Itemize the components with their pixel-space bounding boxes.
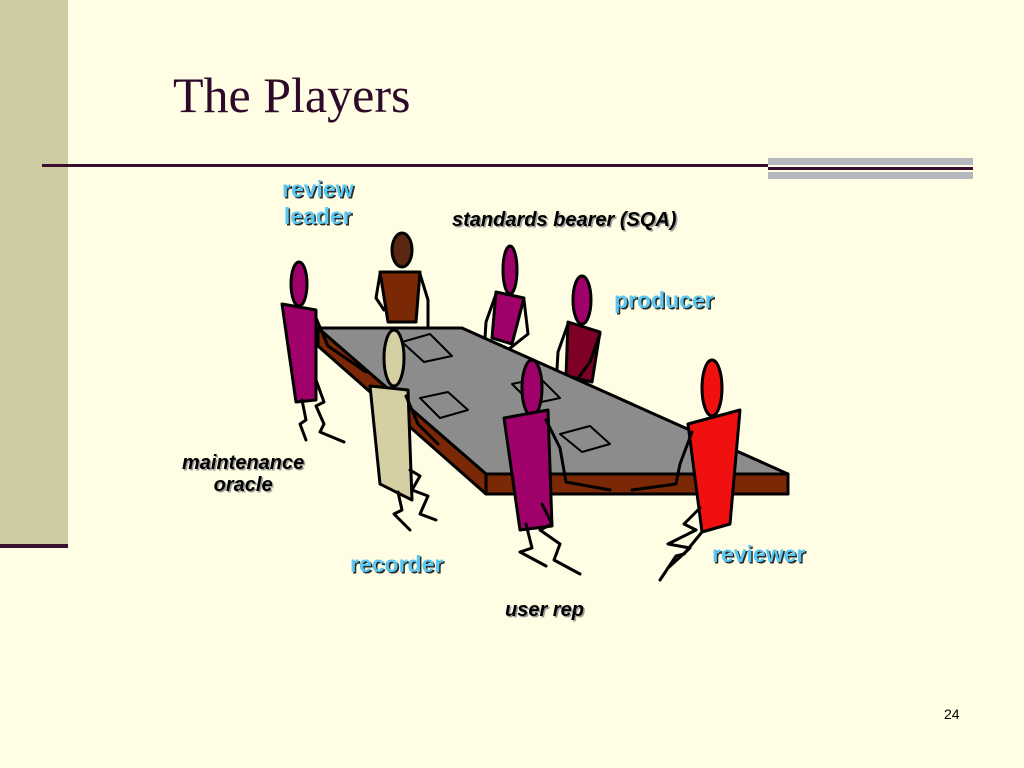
sidebar-accent-line	[0, 544, 68, 548]
standards-bearer-label: standards bearer (SQA)	[452, 209, 677, 231]
review-leader-label: review leader	[282, 176, 354, 229]
maintenance-oracle-figure	[280, 260, 368, 444]
user-rep-label: user rep	[505, 599, 584, 621]
page-number: 24	[944, 706, 960, 722]
producer-label: producer	[614, 287, 714, 313]
title-rule-accent	[768, 158, 973, 179]
slide-sidebar	[0, 0, 68, 548]
reviewer-figure	[630, 358, 742, 582]
slide-title: The Players	[173, 67, 411, 123]
standards-bearer-figure	[482, 244, 530, 366]
recorder-label: recorder	[350, 551, 444, 577]
user-rep-figure	[502, 358, 612, 576]
maintenance-oracle-label: maintenance oracle	[182, 452, 305, 496]
title-rule	[42, 164, 770, 167]
reviewer-label: reviewer	[712, 541, 806, 567]
recorder-figure	[368, 328, 440, 532]
review-leader-figure	[374, 231, 430, 328]
